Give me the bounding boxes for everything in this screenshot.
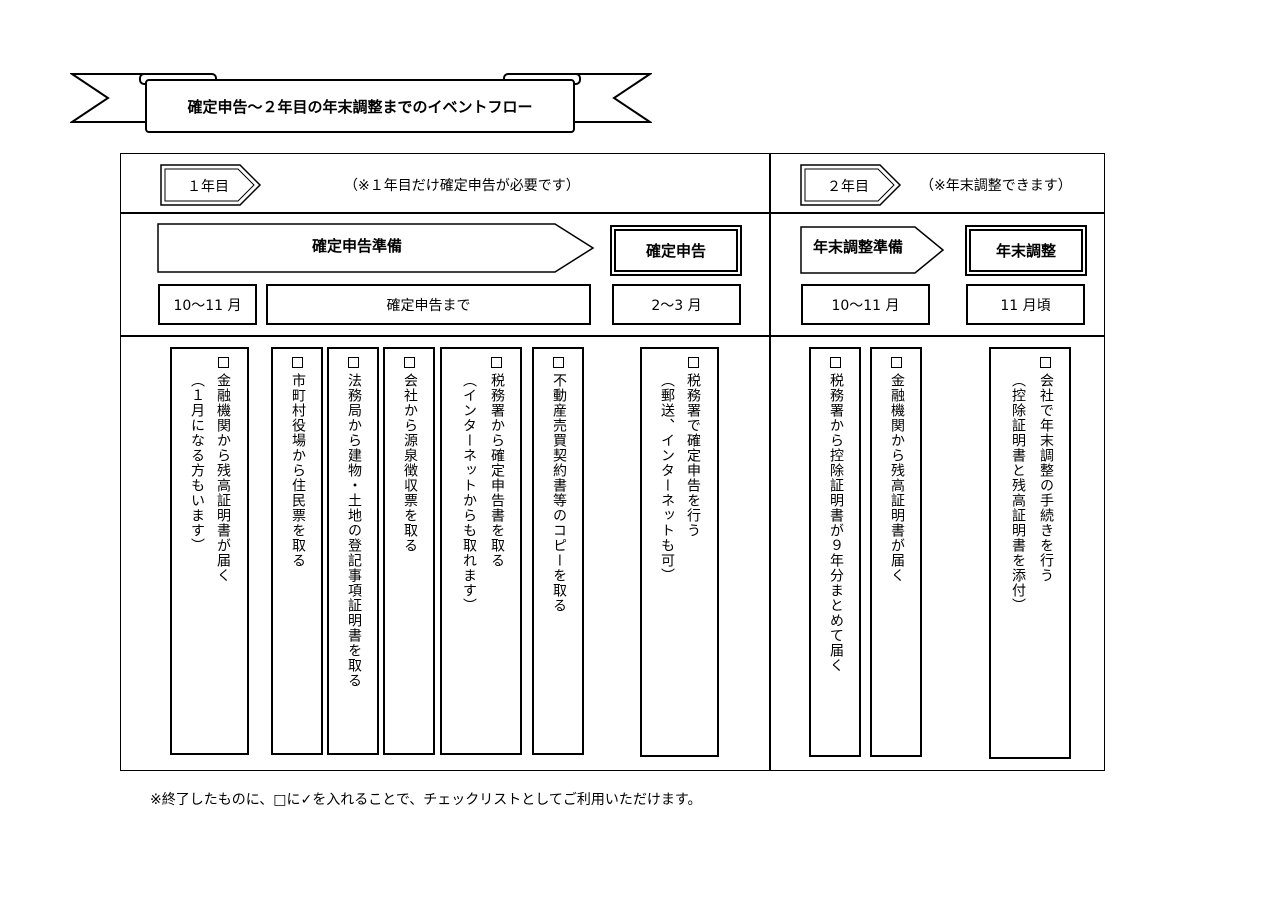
- title-ribbon: [70, 73, 652, 133]
- task-main: 市町村役場から住民票を取る: [290, 373, 306, 568]
- task-checkbox[interactable]: [491, 357, 502, 368]
- task-checkbox[interactable]: [830, 357, 841, 368]
- task-registry: 法務局から建物・土地の登記事項証明書を取る: [327, 347, 379, 755]
- task-checkbox[interactable]: [688, 357, 699, 368]
- year2-period-adjust: 11 月頃: [966, 284, 1085, 325]
- task-bank-balance-2: 金融機関から残高証明書が届く: [870, 347, 922, 757]
- task-deduction-cert: 税務署から控除証明書が９年分まとめて届く: [809, 347, 861, 757]
- task-resident-card: 市町村役場から住民票を取る: [271, 347, 323, 755]
- task-checkbox[interactable]: [1040, 357, 1051, 368]
- task-sub: （郵送、インターネットも可）: [659, 373, 675, 583]
- task-bank-balance: 金融機関から残高証明書が届く （１月になる方もいます）: [170, 347, 249, 755]
- task-file-return: 税務署で確定申告を行う （郵送、インターネットも可）: [640, 347, 719, 757]
- task-main: 税務署から控除証明書が９年分まとめて届く: [828, 373, 844, 673]
- year1-tag: １年目: [187, 179, 229, 195]
- task-tax-form: 税務署から確定申告書を取る （インターネットからも取れます）: [440, 347, 522, 755]
- year2-tag: ２年目: [827, 179, 869, 195]
- year1-note: （※１年目だけ確定申告が必要です）: [344, 178, 580, 194]
- year-end-adjust-label: 年末調整: [995, 242, 1056, 260]
- task-main: 金融機関から残高証明書が届く: [889, 373, 905, 583]
- year2-note: （※年末調整できます）: [920, 178, 1072, 194]
- task-checkbox[interactable]: [553, 357, 564, 368]
- year2-prep-label: 年末調整準備: [812, 237, 903, 256]
- phase-filing-box: [610, 225, 742, 276]
- task-main: 税務署から確定申告書を取る: [489, 373, 505, 568]
- task-main: 金融機関から残高証明書が届く: [215, 373, 231, 583]
- year2-period-prep: 10～11 月: [801, 284, 930, 325]
- footer-note: ※終了したものに、□に✓を入れることで、チェックリストとしてご利用いただけます。: [150, 792, 702, 808]
- divider: [120, 335, 1105, 337]
- task-sub: （１月になる方もいます）: [189, 373, 205, 553]
- task-contract-copy: 不動産売買契約書等のコピーを取る: [532, 347, 584, 755]
- divider: [120, 212, 1105, 214]
- task-checkbox[interactable]: [292, 357, 303, 368]
- task-sub: （インターネットからも取れます）: [461, 373, 477, 613]
- task-main: 会社から源泉徴収票を取る: [402, 373, 418, 553]
- task-checkbox[interactable]: [348, 357, 359, 368]
- task-main: 法務局から建物・土地の登記事項証明書を取る: [346, 373, 362, 688]
- period-filing: 2～3 月: [612, 284, 741, 325]
- task-main: 会社で年末調整の手続きを行う: [1038, 373, 1054, 583]
- banner-title: 確定申告～２年目の年末調整までのイベントフロー: [187, 97, 533, 116]
- task-checkbox[interactable]: [218, 357, 229, 368]
- phase-prep-label: 確定申告準備: [311, 236, 402, 255]
- year-end-adjust-box: [965, 225, 1087, 276]
- task-main: 不動産売買契約書等のコピーを取る: [551, 373, 567, 613]
- period-prep: 10～11 月: [158, 284, 257, 325]
- divider: [769, 153, 771, 771]
- phase-filing-label: 確定申告: [645, 242, 706, 260]
- task-main: 税務署で確定申告を行う: [685, 373, 701, 538]
- task-year-end-adjust: 会社で年末調整の手続きを行う （控除証明書と残高証明書を添付）: [989, 347, 1071, 759]
- task-checkbox[interactable]: [404, 357, 415, 368]
- period-until: 確定申告まで: [266, 284, 591, 325]
- phase-prep-arrow: [157, 223, 595, 273]
- year1-tag-arrow: [160, 164, 262, 206]
- task-sub: （控除証明書と残高証明書を添付）: [1010, 373, 1026, 613]
- task-withholding: 会社から源泉徴収票を取る: [383, 347, 435, 755]
- year2-prep-arrow: [800, 226, 945, 274]
- task-checkbox[interactable]: [891, 357, 902, 368]
- year2-tag-arrow: [800, 164, 902, 206]
